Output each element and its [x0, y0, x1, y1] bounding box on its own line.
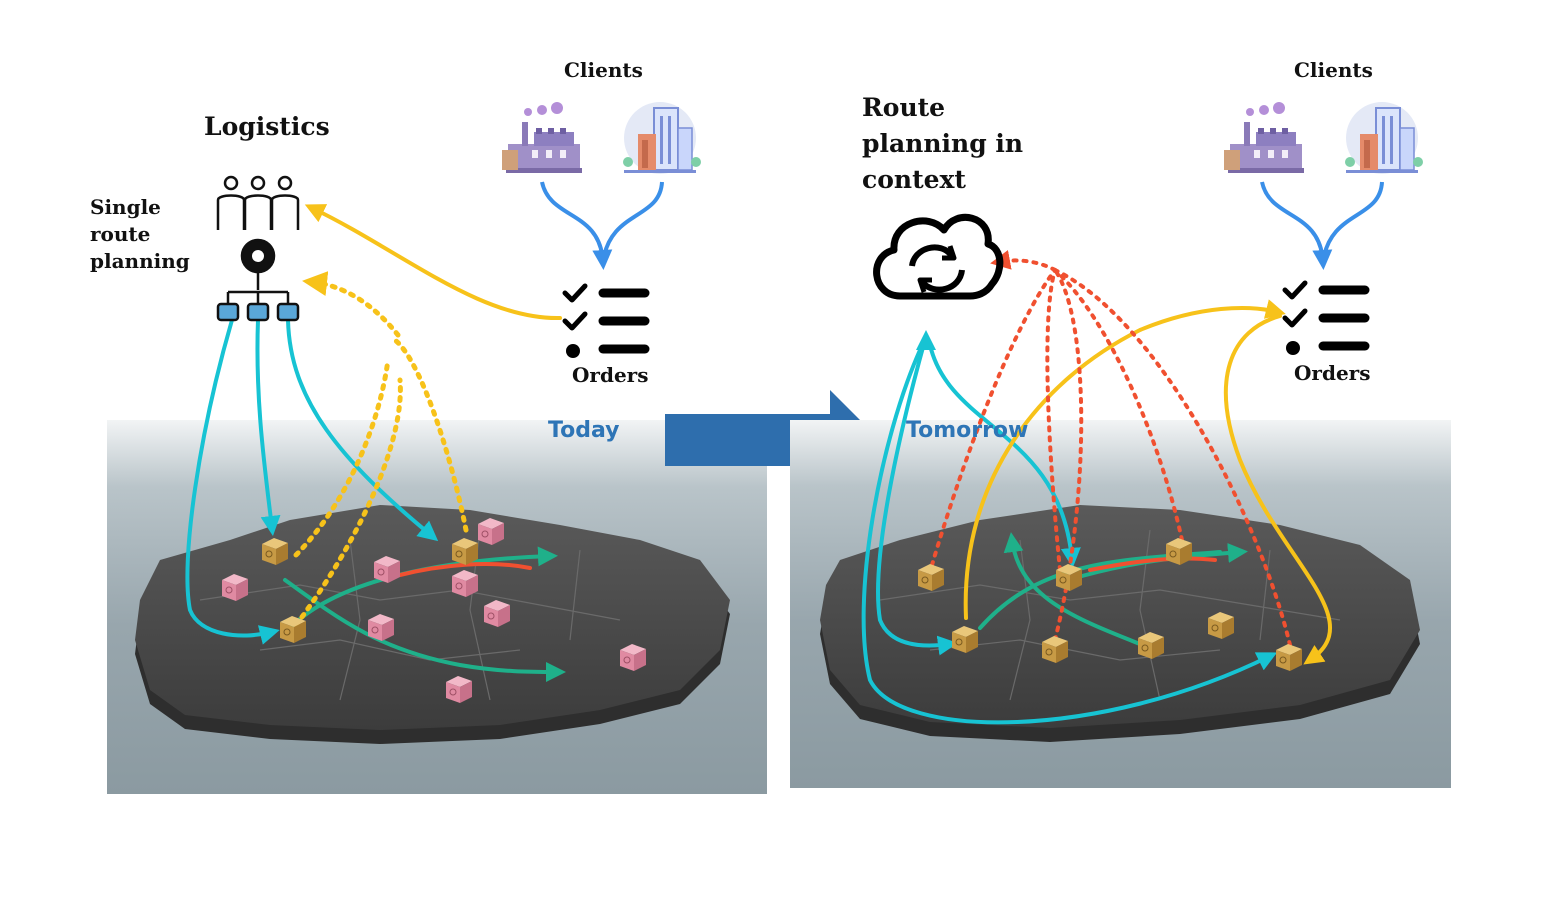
orders-label-right: Orders	[1294, 361, 1371, 385]
single-route-planning-label: Single route planning	[90, 195, 190, 273]
cloud-sync-icon	[873, 213, 1004, 300]
today-region-map	[135, 505, 730, 744]
clients-flow-left	[540, 181, 664, 270]
factory-icon	[502, 102, 582, 173]
today-routes	[185, 204, 566, 682]
clients-flow-right	[1260, 181, 1384, 270]
checklist-icon	[1285, 283, 1365, 355]
office-building-icon	[1344, 101, 1424, 175]
checklist-icon	[565, 286, 645, 358]
logistics-title: Logistics	[204, 112, 330, 141]
team-gear-icon	[216, 175, 300, 322]
today-label: Today	[548, 418, 620, 443]
office-building-icon	[622, 101, 702, 175]
tomorrow-label: Tomorrow	[906, 418, 1029, 443]
clients-label-left: Clients	[564, 58, 643, 82]
clients-label-right: Clients	[1294, 58, 1373, 82]
tomorrow-routes	[861, 250, 1333, 725]
right-arrow-icon	[665, 390, 880, 492]
orders-label-left: Orders	[572, 363, 649, 387]
route-planning-in-context-title: Route planning in context	[862, 93, 1024, 194]
factory-icon	[1224, 102, 1304, 173]
